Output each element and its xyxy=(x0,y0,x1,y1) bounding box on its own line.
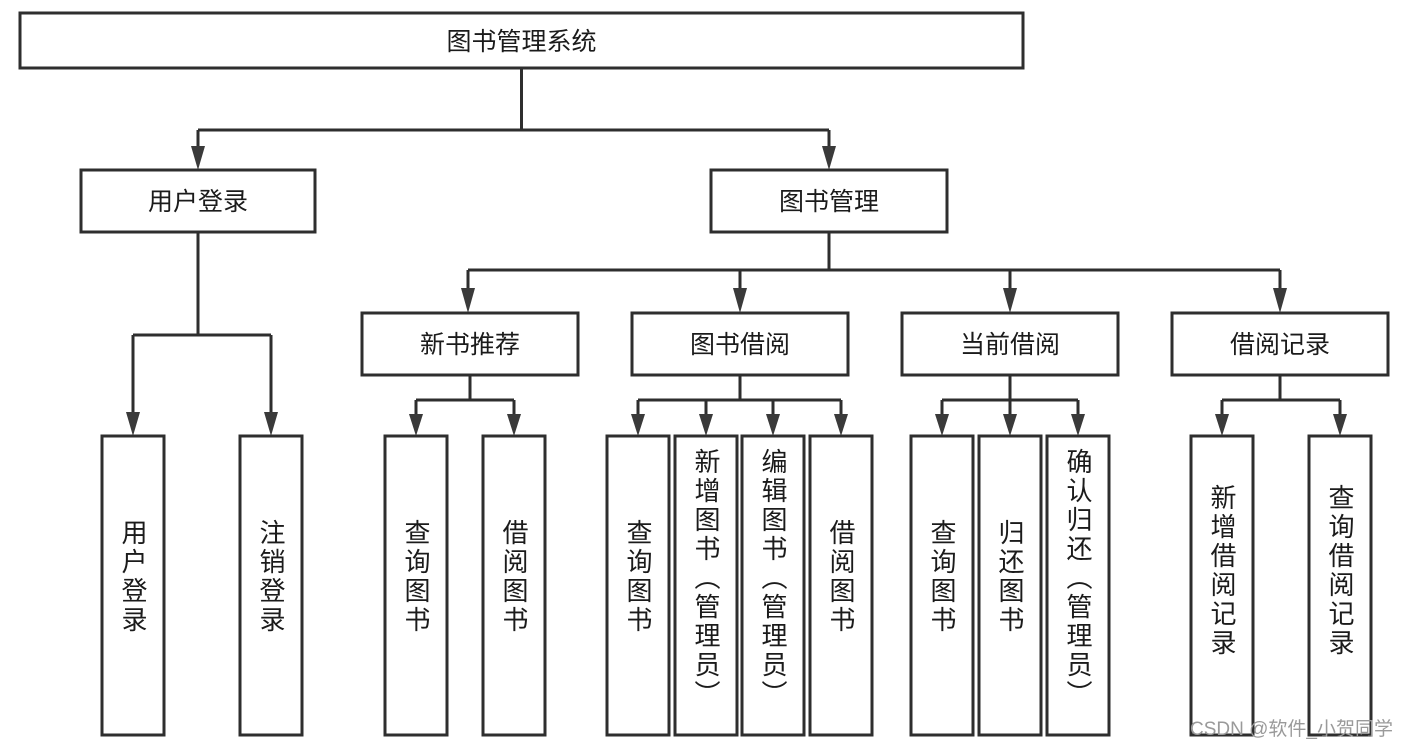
node-leaf-add-book-label: 新增图书（管理员） xyxy=(691,448,721,709)
node-leaf-borrow-book-b[interactable]: 借阅图书 xyxy=(808,434,874,737)
node-leaf-confirm-return-box[interactable] xyxy=(1045,434,1111,737)
node-leaf-logout-box[interactable] xyxy=(238,434,304,737)
csdn-watermark: CSDN @软件_小贺同学 xyxy=(1190,719,1393,740)
arrow-icon-userlogin-leaf-1 xyxy=(126,412,140,436)
node-leaf-logout-label: 注销登录 xyxy=(256,519,286,635)
node-leaf-query-book-a[interactable]: 查询图书 xyxy=(383,434,449,737)
node-leaf-add-record-label: 新增借阅记录 xyxy=(1207,484,1237,658)
arrow-icon-bookborrow-leaf-3 xyxy=(766,414,780,436)
connector-layer xyxy=(131,68,1342,416)
node-new-book-rec-label: 新书推荐 xyxy=(420,331,520,359)
arrow-icon-newbook-leaf-1 xyxy=(409,414,423,436)
node-leaf-borrow-book-a-label: 借阅图书 xyxy=(499,519,529,635)
arrow-icon-newbook-leaf-2 xyxy=(507,414,521,436)
arrowhead-layer xyxy=(126,146,1347,436)
node-user-login-label: 用户登录 xyxy=(148,188,248,216)
node-leaf-query-book-a-box[interactable] xyxy=(383,434,449,737)
node-user-login[interactable]: 用户登录 xyxy=(79,168,317,234)
arrow-icon-root-to-user-login xyxy=(191,146,205,170)
arrow-icon-root-to-book-manage xyxy=(822,146,836,170)
arrow-icon-bookmanage-child-3 xyxy=(1003,288,1017,313)
node-leaf-user-login[interactable]: 用户登录 xyxy=(100,434,166,737)
arrow-icon-userlogin-leaf-2 xyxy=(264,412,278,436)
arrow-icon-bookborrow-leaf-4 xyxy=(834,414,848,436)
node-new-book-rec[interactable]: 新书推荐 xyxy=(360,311,580,377)
node-leaf-query-book-b-label: 查询图书 xyxy=(623,519,653,635)
arrow-icon-bookborrow-leaf-1 xyxy=(631,414,645,436)
node-leaf-confirm-return-label: 确认归还（管理员） xyxy=(1063,448,1093,709)
node-book-manage-label: 图书管理 xyxy=(779,188,879,216)
node-current-borrow[interactable]: 当前借阅 xyxy=(900,311,1120,377)
node-leaf-query-record-box[interactable] xyxy=(1307,434,1373,737)
node-user-login-box[interactable] xyxy=(79,168,317,234)
node-leaf-query-record[interactable]: 查询借阅记录 xyxy=(1307,434,1373,737)
node-new-book-rec-box[interactable] xyxy=(360,311,580,377)
node-leaf-confirm-return[interactable]: 确认归还（管理员） xyxy=(1045,434,1111,737)
node-leaf-query-book-b-box[interactable] xyxy=(605,434,671,737)
node-root[interactable]: 图书管理系统 xyxy=(18,11,1025,70)
node-current-borrow-box[interactable] xyxy=(900,311,1120,377)
arrow-icon-borrowrecord-leaf-1 xyxy=(1215,414,1229,436)
node-leaf-borrow-book-b-box[interactable] xyxy=(808,434,874,737)
node-leaf-query-book-a-label: 查询图书 xyxy=(401,519,431,635)
arrow-icon-currentborrow-leaf-3 xyxy=(1071,414,1085,436)
node-leaf-user-login-label: 用户登录 xyxy=(118,519,148,635)
node-leaf-logout[interactable]: 注销登录 xyxy=(238,434,304,737)
node-leaf-return-book[interactable]: 归还图书 xyxy=(977,434,1043,737)
node-leaf-return-book-box[interactable] xyxy=(977,434,1043,737)
node-leaf-add-book[interactable]: 新增图书（管理员） xyxy=(673,434,739,737)
node-leaf-query-book-c-box[interactable] xyxy=(909,434,975,737)
node-leaf-edit-book-label: 编辑图书（管理员） xyxy=(758,448,788,709)
node-borrow-record-label: 借阅记录 xyxy=(1230,331,1330,359)
node-leaf-borrow-book-a-box[interactable] xyxy=(481,434,547,737)
node-book-manage[interactable]: 图书管理 xyxy=(709,168,949,234)
arrow-icon-bookmanage-child-4 xyxy=(1273,288,1287,313)
node-leaf-add-record-box[interactable] xyxy=(1189,434,1255,737)
node-leaf-borrow-book-b-label: 借阅图书 xyxy=(826,519,856,635)
node-leaf-add-book-box[interactable] xyxy=(673,434,739,737)
arrow-icon-borrowrecord-leaf-2 xyxy=(1333,414,1347,436)
arrow-icon-bookmanage-child-1 xyxy=(461,288,475,313)
node-leaf-add-record[interactable]: 新增借阅记录 xyxy=(1189,434,1255,737)
node-book-borrow[interactable]: 图书借阅 xyxy=(630,311,850,377)
node-leaf-query-book-c[interactable]: 查询图书 xyxy=(909,434,975,737)
node-borrow-record-box[interactable] xyxy=(1170,311,1390,377)
node-leaf-user-login-box[interactable] xyxy=(100,434,166,737)
node-leaf-return-book-label: 归还图书 xyxy=(995,519,1025,635)
node-book-borrow-box[interactable] xyxy=(630,311,850,377)
node-book-borrow-label: 图书借阅 xyxy=(690,331,790,359)
arrow-icon-bookborrow-leaf-2 xyxy=(699,414,713,436)
arrow-icon-bookmanage-child-2 xyxy=(733,288,747,313)
node-leaf-query-book-b[interactable]: 查询图书 xyxy=(605,434,671,737)
node-root-box[interactable] xyxy=(18,11,1025,70)
node-leaf-edit-book-box[interactable] xyxy=(740,434,806,737)
arrow-icon-currentborrow-leaf-2 xyxy=(1003,414,1017,436)
arrow-icon-currentborrow-leaf-1 xyxy=(935,414,949,436)
node-borrow-record[interactable]: 借阅记录 xyxy=(1170,311,1390,377)
node-leaf-edit-book[interactable]: 编辑图书（管理员） xyxy=(740,434,806,737)
node-root-label: 图书管理系统 xyxy=(446,28,596,56)
node-book-manage-box[interactable] xyxy=(709,168,949,234)
node-current-borrow-label: 当前借阅 xyxy=(960,331,1060,359)
node-leaf-borrow-book-a[interactable]: 借阅图书 xyxy=(481,434,547,737)
node-leaf-query-record-label: 查询借阅记录 xyxy=(1325,484,1355,658)
node-leaf-query-book-c-label: 查询图书 xyxy=(927,519,957,635)
